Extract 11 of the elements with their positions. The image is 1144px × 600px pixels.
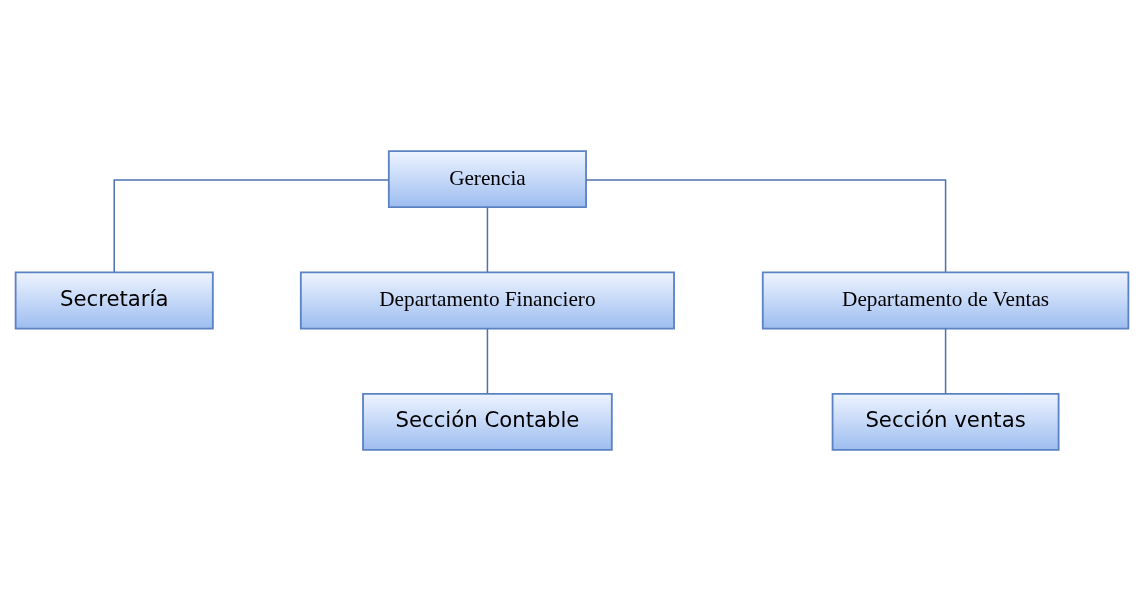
connector <box>486 327 489 394</box>
node-box: Sección ventas <box>831 392 1060 451</box>
connector <box>486 206 489 273</box>
connector <box>585 178 947 273</box>
node-box: Sección Contable <box>362 392 613 451</box>
connector <box>944 327 947 394</box>
node-box: Departamento de Ventas <box>761 271 1130 329</box>
connector <box>113 178 390 273</box>
node-box: Secretaría <box>14 271 214 329</box>
node-box: Gerencia <box>387 149 587 208</box>
node-box: Departamento Financiero <box>299 271 675 329</box>
